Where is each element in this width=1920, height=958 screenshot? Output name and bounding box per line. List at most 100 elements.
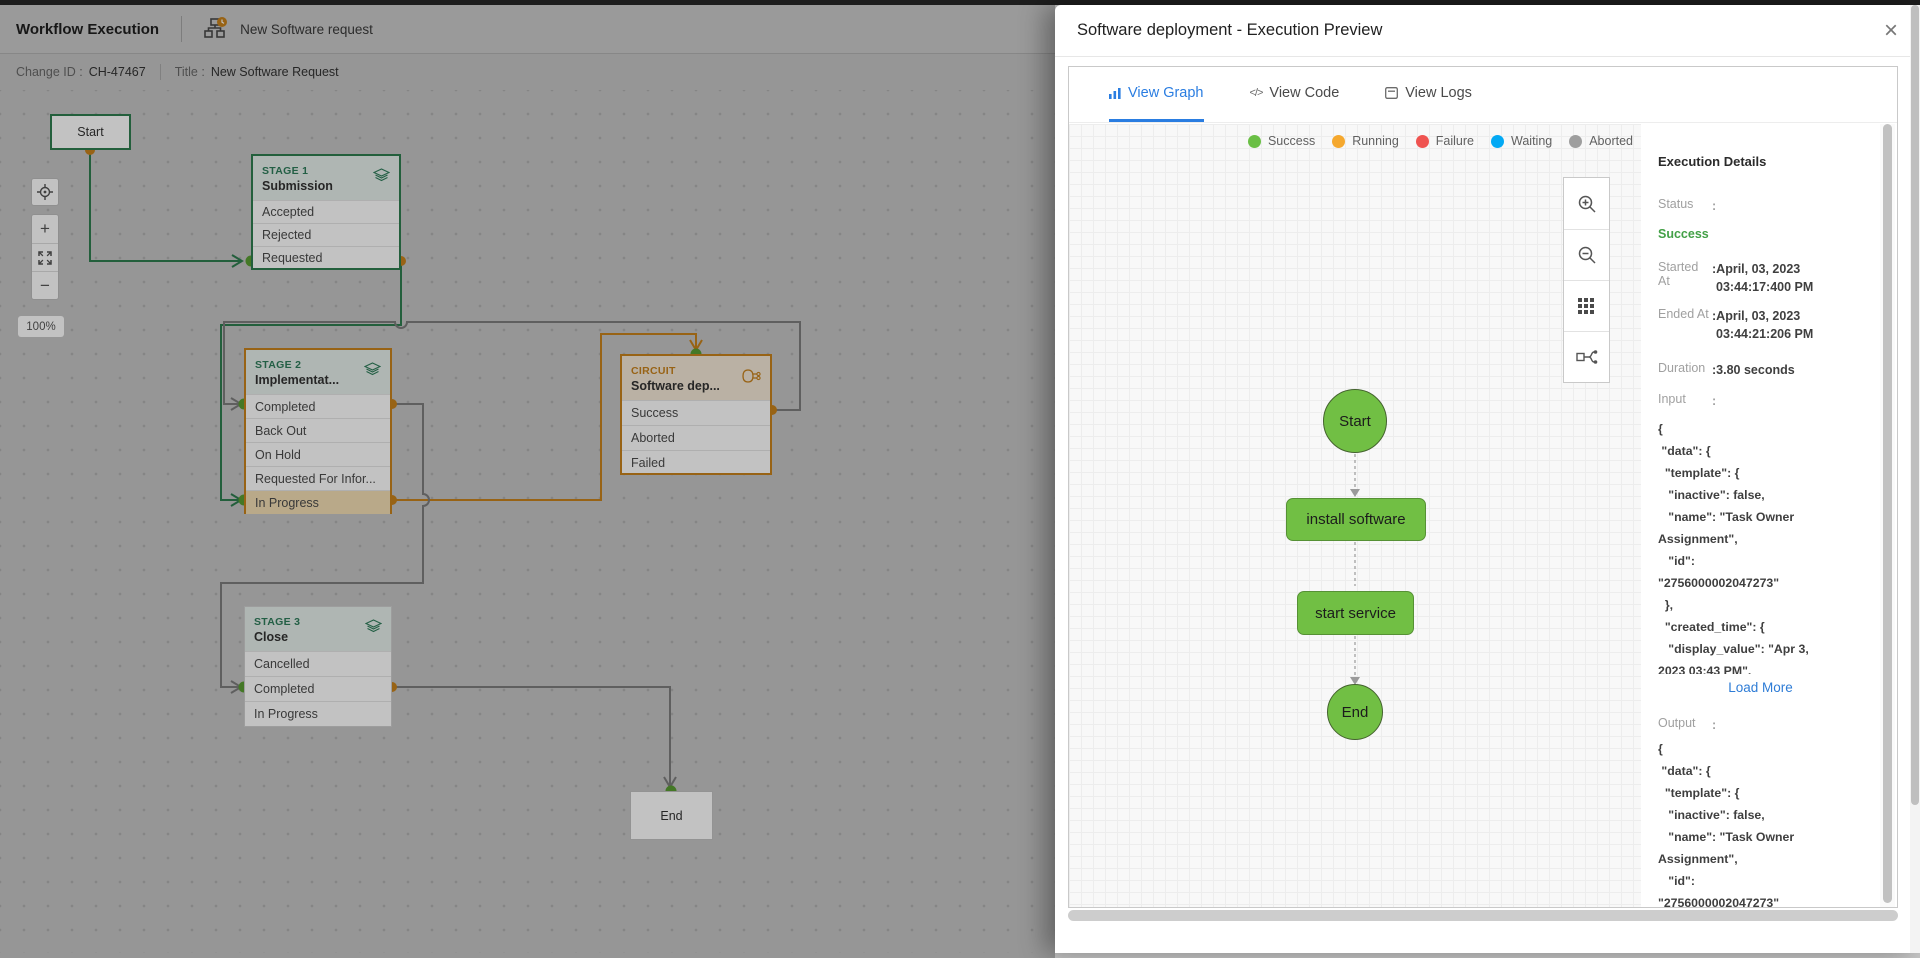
preview-panel: View Graph </> View Code View Logs Succe… <box>1068 66 1898 908</box>
row-label: Requested For Infor... <box>255 471 376 486</box>
row-label: In Progress <box>255 495 319 510</box>
tab-view-graph[interactable]: View Graph <box>1109 67 1204 122</box>
load-more-link[interactable]: Load More <box>1728 680 1793 695</box>
colon: : <box>1712 394 1717 408</box>
tab-label: View Graph <box>1128 85 1204 101</box>
stage-3-row-in-progress[interactable]: In Progress <box>245 701 391 726</box>
fullscreen-icon <box>38 250 52 265</box>
row-label: Rejected <box>262 228 312 242</box>
modal-horizontal-scrollbar[interactable] <box>1068 910 1898 921</box>
graph-layout-button[interactable] <box>1564 331 1609 382</box>
graph-toolbar <box>1563 177 1610 383</box>
row-label: On Hold <box>255 447 301 462</box>
running-dot <box>1332 134 1346 148</box>
row-label: Accepted <box>262 205 315 219</box>
grid-icon <box>1578 297 1594 314</box>
modal-vertical-scrollbar-thumb[interactable] <box>1911 5 1919 805</box>
close-icon[interactable]: × <box>1883 16 1898 44</box>
node-end[interactable]: End <box>630 791 713 840</box>
duration-label: Duration <box>1658 361 1706 375</box>
status-label: Status <box>1658 197 1694 211</box>
input-label: Input <box>1658 392 1686 406</box>
stage-1-row-rejected[interactable]: Rejected <box>253 223 399 246</box>
modal-vertical-scrollbar[interactable] <box>1910 5 1920 953</box>
graph-node-label: End <box>1341 703 1369 721</box>
stage-3-badge: STAGE 3 <box>254 615 301 628</box>
legend-item-waiting: Waiting <box>1491 134 1552 148</box>
workflow-canvas[interactable]: Start STAGE 1 Submission Accepted Reject… <box>0 90 1055 953</box>
tab-view-logs[interactable]: View Logs <box>1385 67 1472 122</box>
row-label: In Progress <box>254 707 318 721</box>
node-stage-1[interactable]: STAGE 1 Submission Accepted Rejected Req… <box>251 154 401 270</box>
colon: : <box>1712 199 1717 213</box>
circuit-icon <box>741 368 761 387</box>
output-json: { "data": { "template": { "inactive": fa… <box>1658 742 1795 907</box>
stage-2-row-in-progress[interactable]: In Progress <box>246 490 390 514</box>
stage-2-row-requested-for-info[interactable]: Requested For Infor... <box>246 466 390 490</box>
graph-zoom-in-button[interactable] <box>1564 178 1609 229</box>
graph-zoom-out-button[interactable] <box>1564 229 1609 280</box>
graph-grid-view-button[interactable] <box>1564 280 1609 331</box>
zoom-out-button[interactable]: − <box>32 271 58 299</box>
stage-3-header: STAGE 3 Close <box>245 607 391 651</box>
fit-screen-button[interactable] <box>32 243 58 271</box>
layers-icon <box>364 619 383 637</box>
zoom-in-button[interactable]: + <box>40 219 50 238</box>
legend-label: Success <box>1267 134 1316 148</box>
node-start[interactable]: Start <box>50 114 131 150</box>
circuit-row-aborted[interactable]: Aborted <box>622 425 770 450</box>
status-value: Success <box>1658 227 1709 241</box>
output-label: Output <box>1658 716 1696 730</box>
locate-button[interactable] <box>31 178 59 206</box>
tab-view-code[interactable]: </> View Code <box>1250 67 1340 122</box>
stage-2-row-back-out[interactable]: Back Out <box>246 418 390 442</box>
modal-horizontal-scrollbar-thumb[interactable] <box>1068 910 1898 921</box>
stage-2-row-completed[interactable]: Completed <box>246 394 390 418</box>
workflow-workspace: Workflow Execution New Software request … <box>0 5 1055 958</box>
stage-2-name: Implementat... <box>255 372 340 387</box>
flow-layout-icon <box>1575 350 1597 364</box>
legend-label: Running <box>1352 134 1399 148</box>
legend-item-aborted: Aborted <box>1569 134 1633 148</box>
tab-label: View Logs <box>1405 85 1472 101</box>
page-title: Workflow Execution <box>16 20 160 38</box>
preview-content: Success Running Failure Waiting Aborted … <box>1069 124 1897 907</box>
title-value: New Software Request <box>210 65 339 79</box>
graph-node-start-service[interactable]: start service <box>1297 591 1414 635</box>
duration-value: :3.80 seconds <box>1712 363 1795 377</box>
circuit-row-success[interactable]: Success <box>622 400 770 425</box>
circuit-badge: CIRCUIT <box>631 364 676 377</box>
legend-item-failure: Failure <box>1415 134 1474 148</box>
stage-2-badge: STAGE 2 <box>255 358 302 371</box>
stage-2-row-on-hold[interactable]: On Hold <box>246 442 390 466</box>
crosshair-icon <box>37 184 53 200</box>
canvas-zoom-controls: + − <box>31 214 59 300</box>
node-circuit[interactable]: CIRCUIT Software dep... Success Aborted … <box>620 354 772 475</box>
stage-3-row-completed[interactable]: Completed <box>245 676 391 701</box>
details-scrollbar-thumb[interactable] <box>1883 124 1892 903</box>
circuit-row-failed[interactable]: Failed <box>622 450 770 475</box>
row-label: Cancelled <box>254 657 310 671</box>
node-stage-3[interactable]: STAGE 3 Close Cancelled Completed In Pro… <box>244 606 392 727</box>
graph-node-start[interactable]: Start <box>1323 389 1387 453</box>
stage-1-row-accepted[interactable]: Accepted <box>253 200 399 223</box>
tab-label: View Code <box>1269 85 1340 101</box>
aborted-dot <box>1569 134 1583 148</box>
execution-graph-canvas[interactable]: Success Running Failure Waiting Aborted … <box>1069 124 1641 907</box>
execution-details-title: Execution Details <box>1658 154 1767 169</box>
graph-node-end[interactable]: End <box>1327 684 1383 740</box>
graph-node-install-software[interactable]: install software <box>1286 498 1426 541</box>
node-stage-2[interactable]: STAGE 2 Implementat... Completed Back Ou… <box>244 348 392 514</box>
graph-node-label: install software <box>1306 511 1406 528</box>
waiting-dot <box>1491 134 1504 148</box>
bar-chart-icon <box>1109 87 1121 99</box>
stage-1-row-requested[interactable]: Requested <box>253 246 399 269</box>
tab-bar: View Graph </> View Code View Logs <box>1069 67 1897 123</box>
started-at-label: Started At <box>1658 260 1699 288</box>
stage-3-row-cancelled[interactable]: Cancelled <box>245 651 391 676</box>
details-scrollbar[interactable] <box>1880 124 1895 907</box>
workflow-edges <box>85 145 801 797</box>
